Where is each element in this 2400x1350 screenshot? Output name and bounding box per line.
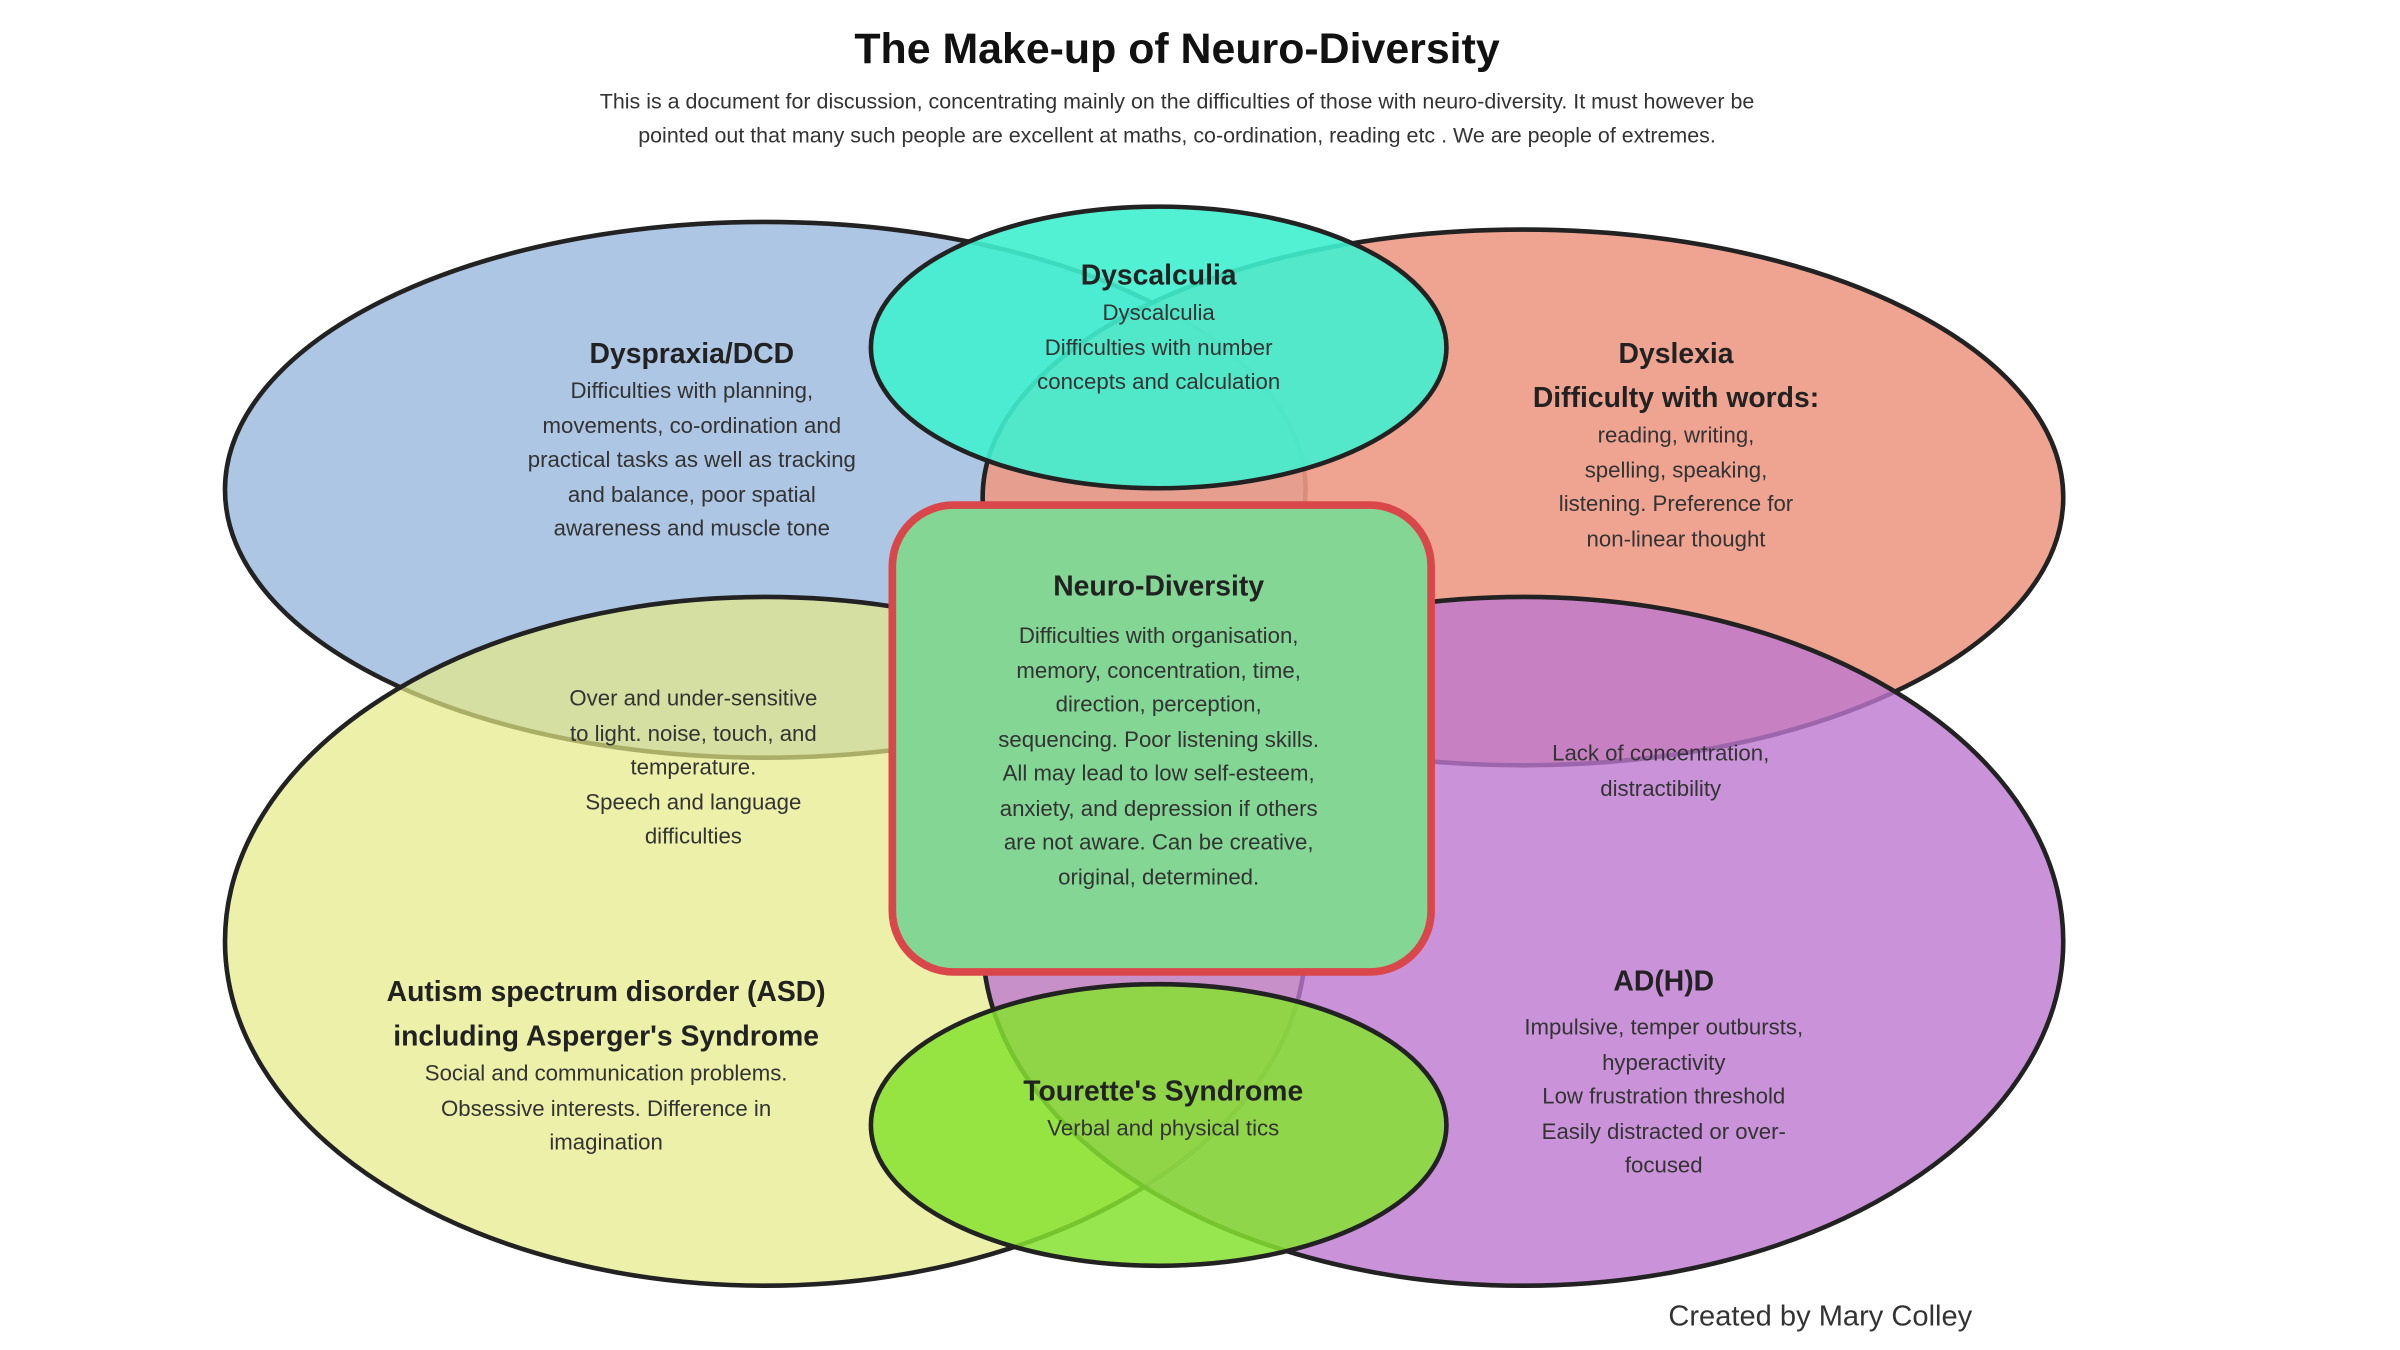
dyspraxia-heading: Dyspraxia/DCD (589, 336, 795, 369)
text-line: Lack of concentration, (1552, 742, 1770, 767)
autism-subheading: including Asperger's Syndrome (393, 1019, 820, 1052)
text-line: practical tasks as well as tracking (527, 448, 856, 473)
text-line: listening. Preference for (1558, 492, 1794, 518)
text-line: Dyscalculia (1102, 301, 1215, 327)
text-line: Verbal and physical tics (1047, 1117, 1280, 1142)
dyslexia-subheading: Difficulty with words: (1532, 381, 1820, 414)
text-line: Obsessive interests. Difference in (441, 1096, 772, 1122)
subtitle-line: pointed out that many such people are ex… (638, 122, 1716, 147)
text-line: Impulsive, temper outbursts, (1524, 1016, 1804, 1041)
neuro-diversity-text: Neuro-Diversity Difficulties with organi… (998, 563, 1319, 895)
dyslexia-heading: Dyslexia (1618, 336, 1734, 369)
adhd-text: AD(H)D Impulsive, temper outbursts, hype… (1524, 958, 1803, 1184)
neuro-diversity-heading: Neuro-Diversity (1053, 569, 1265, 602)
text-line: Low frustration threshold (1542, 1085, 1786, 1110)
text-line: focused (1624, 1154, 1703, 1179)
dyscalculia-ellipse (868, 204, 1449, 491)
tourette-heading: Tourette's Syndrome (1023, 1074, 1304, 1107)
text-line: direction, perception, (1055, 693, 1262, 718)
text-line: Difficulties with number (1044, 335, 1273, 361)
text-line: memory, concentration, time, (1016, 658, 1301, 684)
text-line: and balance, poor spatial (567, 482, 816, 508)
subtitle: This is a document for discussion, conce… (600, 84, 1755, 151)
dyslexia-text: Dyslexia Difficulty with words: reading,… (1533, 331, 1819, 558)
subtitle-line: This is a document for discussion, conce… (599, 88, 1755, 114)
text-line: non-linear thought (1586, 527, 1766, 552)
page-title: The Make-up of Neuro-Diversity (854, 24, 1500, 72)
dyscalculia-heading: Dyscalculia (1080, 258, 1237, 291)
text-line: hyperactivity (1602, 1050, 1726, 1076)
text-line: Over and under-sensitive (569, 687, 818, 712)
text-line: distractibility (1600, 776, 1722, 802)
text-line: imagination (549, 1131, 663, 1156)
text-line: Easily distracted or over- (1541, 1119, 1786, 1145)
neuro-diversity-box (888, 501, 1435, 976)
sensory-overlap-text: Over and under-sensitive to light. noise… (569, 683, 817, 855)
text-line: Social and communication problems. (424, 1062, 788, 1087)
text-line: difficulties (644, 824, 742, 850)
text-line: to light. noise, touch, and (569, 721, 817, 747)
dyscalculia-text: Dyscalculia Dyscalculia Difficulties wit… (1037, 253, 1280, 401)
text-line: Difficulties with planning, (570, 379, 814, 405)
text-line: are not aware. Can be creative, (1003, 831, 1314, 856)
text-line: anxiety, and depression if others (999, 796, 1318, 822)
text-line: Speech and language (585, 790, 802, 816)
text-line: reading, writing, (1597, 423, 1755, 449)
text-line: All may lead to low self-esteem, (1002, 762, 1315, 787)
concentration-overlap-text: Lack of concentration, distractibility (1552, 738, 1769, 807)
autism-heading: Autism spectrum disorder (ASD) (386, 974, 826, 1008)
text-line: original, determined. (1058, 865, 1260, 891)
autism-text: Autism spectrum disorder (ASD) including… (387, 969, 826, 1161)
dyspraxia-text: Dyspraxia/DCD Difficulties with planning… (528, 331, 856, 548)
text-line: Difficulties with organisation, (1018, 624, 1299, 649)
text-line: spelling, speaking, (1584, 458, 1768, 483)
text-line: awareness and muscle tone (553, 517, 831, 542)
credit: Created by Mary Colley (1668, 1301, 1973, 1334)
tourette-text: Tourette's Syndrome Verbal and physical … (1023, 1068, 1303, 1147)
tourette-ellipse (868, 981, 1449, 1269)
text-line: sequencing. Poor listening skills. (998, 727, 1320, 753)
text-line: concepts and calculation (1037, 370, 1281, 395)
adhd-heading: AD(H)D (1613, 964, 1715, 997)
text-line: temperature. (630, 756, 757, 781)
text-line: movements, co-ordination and (542, 414, 842, 439)
